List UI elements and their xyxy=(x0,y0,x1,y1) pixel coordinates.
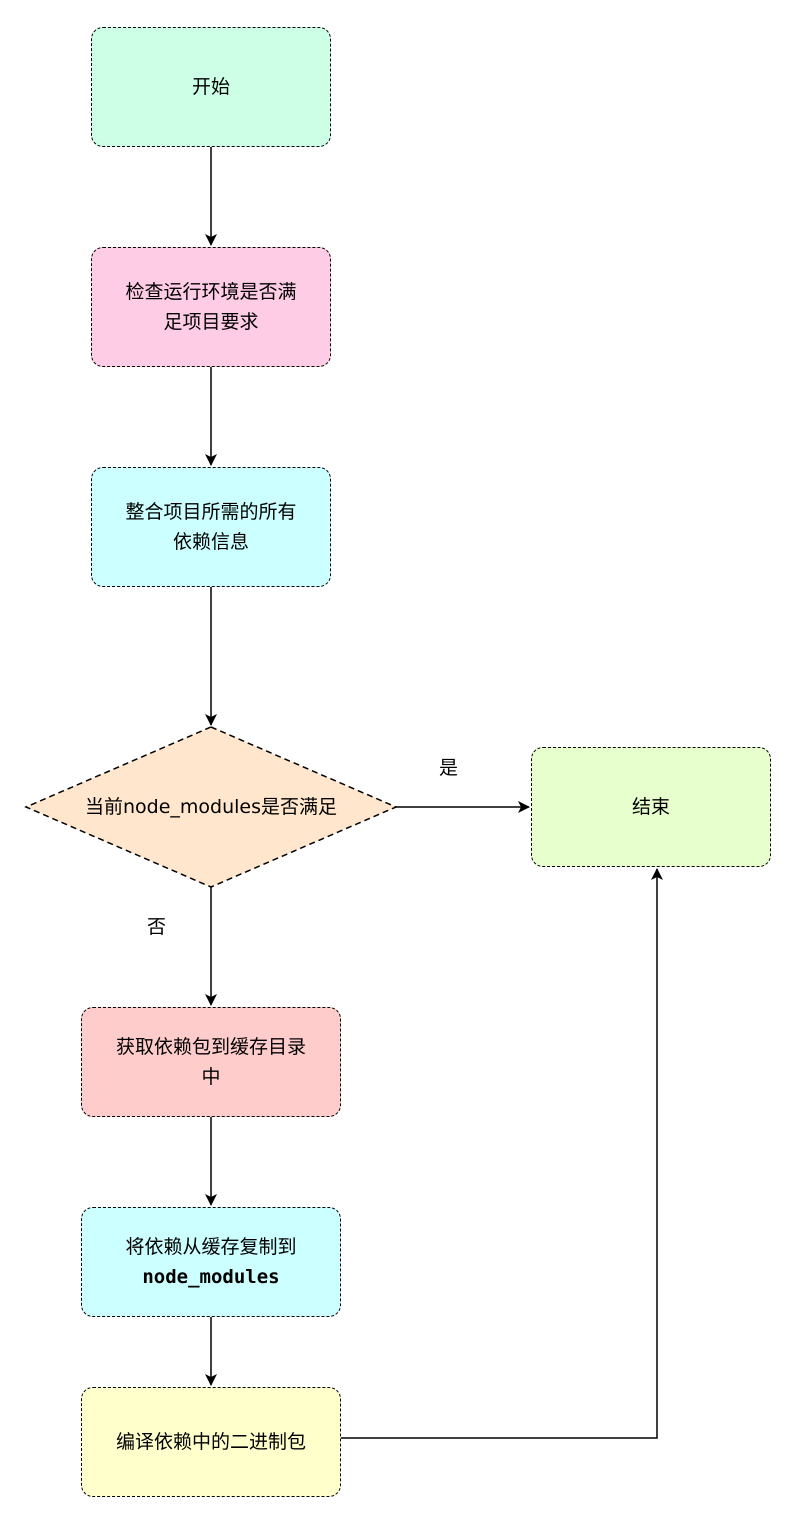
collect-deps-label: 整合项目所需的所有 依赖信息 xyxy=(125,497,296,557)
copy-modules-label: 将依赖从缓存复制到 node_modules xyxy=(125,1232,296,1292)
collect-deps-label-line1: 整合项目所需的所有 xyxy=(125,501,297,523)
compile-binary-label: 编译依赖中的二进制包 xyxy=(115,1431,306,1453)
check-env-label-line1: 检查运行环境是否满 xyxy=(125,281,297,303)
check-env-node[interactable]: 检查运行环境是否满 足项目要求 xyxy=(91,247,331,367)
compile-binary-node[interactable]: 编译依赖中的二进制包 xyxy=(81,1387,341,1497)
collect-deps-node[interactable]: 整合项目所需的所有 依赖信息 xyxy=(91,467,331,587)
fetch-cache-node[interactable]: 获取依赖包到缓存目录 中 xyxy=(81,1007,341,1117)
fetch-cache-label-line2: 中 xyxy=(201,1066,221,1088)
decision-label: 当前node_modules是否满足 xyxy=(84,796,338,818)
yes-edge-label: 是 xyxy=(439,757,459,779)
collect-deps-label-line2: 依赖信息 xyxy=(172,531,249,553)
fetch-cache-label: 获取依赖包到缓存目录 中 xyxy=(116,1032,306,1092)
check-env-label: 检查运行环境是否满 足项目要求 xyxy=(125,277,296,337)
check-env-label-line2: 足项目要求 xyxy=(163,311,259,333)
no-edge-label: 否 xyxy=(147,916,167,938)
end-node[interactable]: 结束 xyxy=(531,747,771,867)
end-label: 结束 xyxy=(631,796,670,818)
arrow-compile-to-end xyxy=(341,868,663,1439)
fetch-cache-label-line1: 获取依赖包到缓存目录 xyxy=(115,1036,306,1058)
decision-diamond[interactable] xyxy=(24,726,398,888)
copy-modules-node[interactable]: 将依赖从缓存复制到 node_modules xyxy=(81,1207,341,1317)
start-node[interactable]: 开始 xyxy=(91,27,331,147)
start-label: 开始 xyxy=(191,76,230,98)
copy-modules-label-line2: node_modules xyxy=(142,1266,280,1288)
copy-modules-label-line1: 将依赖从缓存复制到 xyxy=(125,1236,297,1258)
